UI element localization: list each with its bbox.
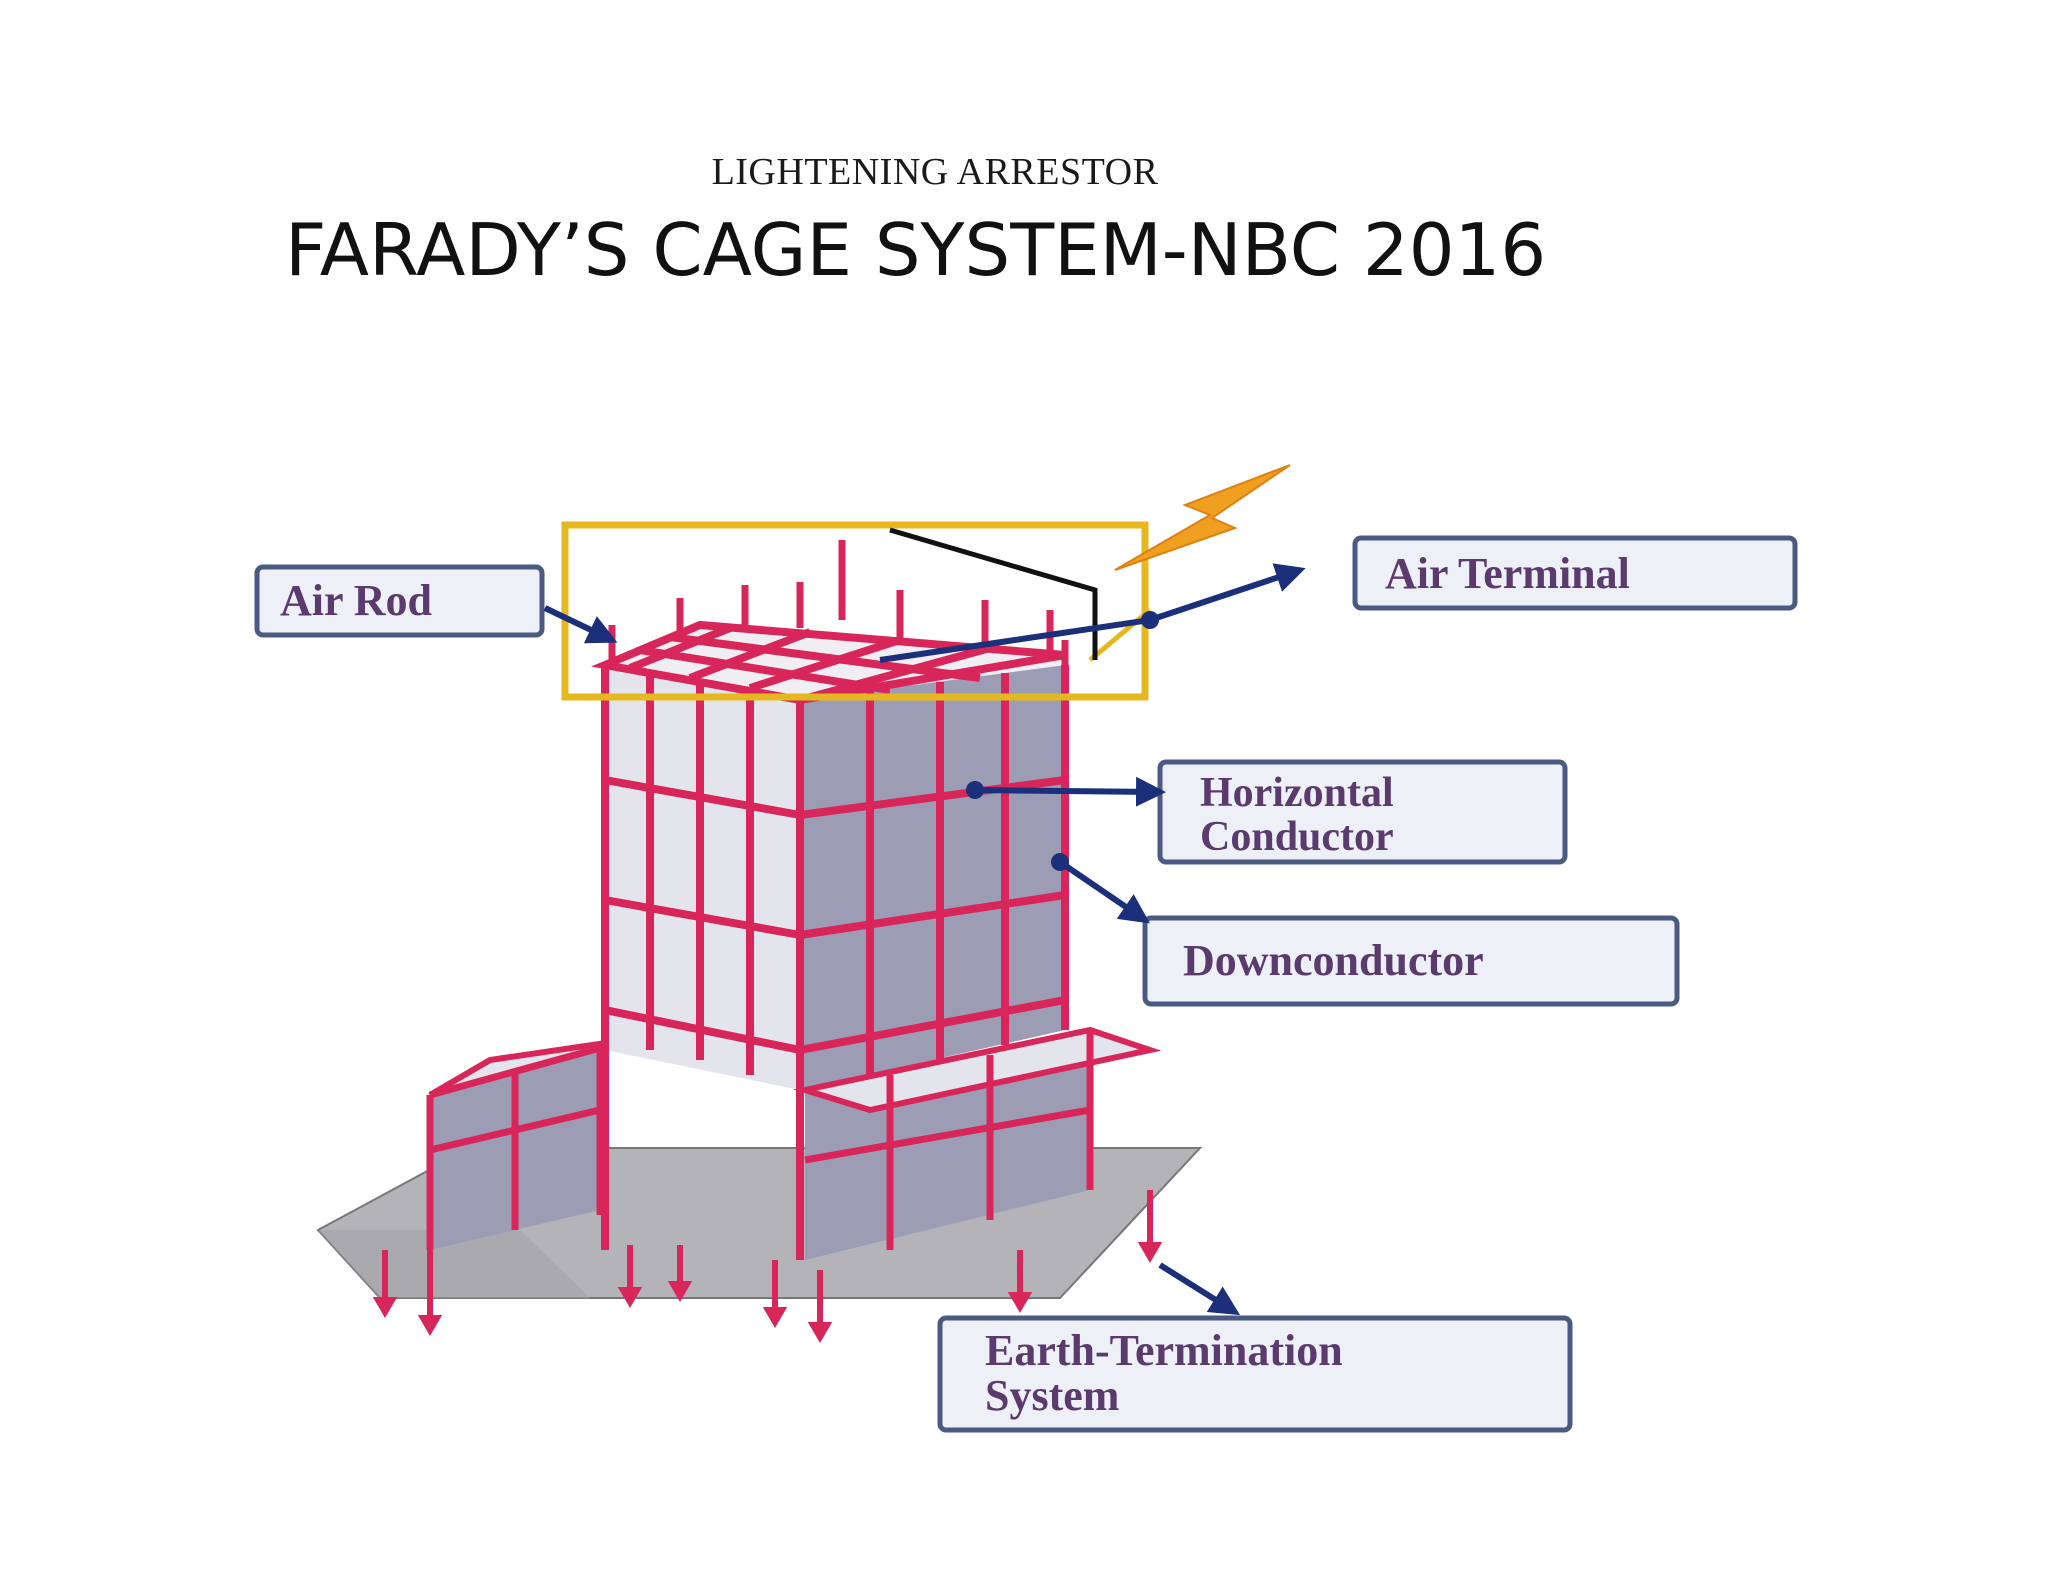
horizontal-conductor-text-line2: Conductor: [1200, 814, 1394, 860]
earth-termination-text-line1: Earth-Termination: [985, 1326, 1343, 1375]
horizontal-conductor-text-line1: Horizontal: [1200, 770, 1394, 816]
document-title: FARADY’S CAGE SYSTEM-NBC 2016: [285, 208, 1547, 292]
pointer-arrows: [543, 563, 1306, 1316]
air-terminal-wire: [889, 527, 1098, 660]
label-downconductor: Downconductor: [1142, 915, 1680, 1007]
air-rod-text: Air Rod: [280, 576, 432, 625]
label-air-terminal: Air Terminal: [1352, 535, 1798, 611]
right-wing-block: [793, 1026, 1162, 1260]
air-terminal-lead: [1088, 608, 1152, 662]
label-horizontal-conductor: Horizontal Conductor: [1157, 759, 1568, 865]
air-terminal-text: Air Terminal: [1385, 549, 1630, 598]
conductor-mesh: [601, 665, 1069, 1260]
earth-termination-text-line2: System: [985, 1371, 1119, 1420]
earth-electrodes: [372, 1190, 1163, 1343]
label-air-rod: Air Rod: [254, 564, 545, 638]
lightning-bolt-icon: [1114, 464, 1291, 571]
downconductor-text: Downconductor: [1183, 936, 1484, 985]
document-subtitle: LIGHTENING ARRESTOR: [711, 151, 1159, 193]
label-earth-termination: Earth-Termination System: [937, 1315, 1573, 1433]
